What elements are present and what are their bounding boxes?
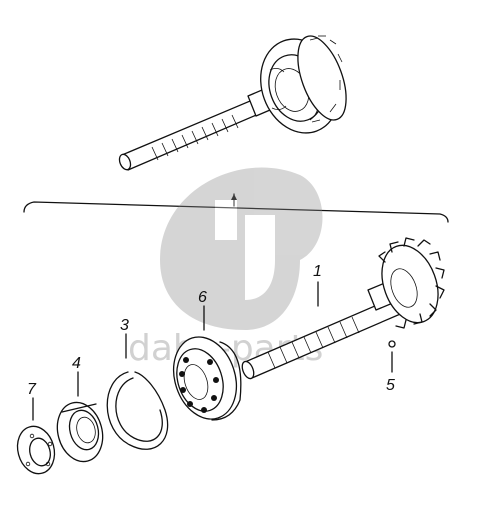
part-5-ball: [388, 340, 396, 348]
part-4-seal-ring: [56, 401, 104, 463]
callout-6: 6: [198, 289, 207, 306]
callout-7: 7: [27, 381, 37, 398]
part-6-bearing: [173, 336, 242, 421]
leader-lines: [32, 281, 393, 421]
explode-bracket: [23, 193, 449, 223]
watermark-logo: [160, 167, 323, 330]
part-7-flange: [16, 425, 56, 475]
callout-1: 1: [313, 263, 322, 280]
callout-4: 4: [72, 355, 81, 372]
part-3-snap-ring: [106, 371, 169, 450]
part-1-main-shaft: [241, 237, 445, 380]
assembled-shaft-assembly: [118, 35, 347, 171]
callout-3: 3: [120, 317, 129, 334]
callout-5: 5: [386, 377, 395, 394]
